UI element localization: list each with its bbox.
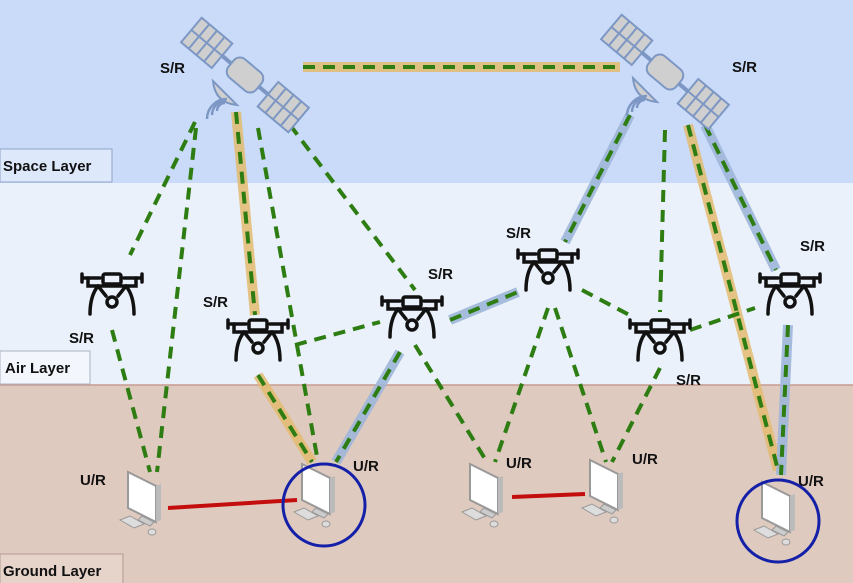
user-label: U/R [353, 458, 379, 475]
user-label: U/R [798, 473, 824, 490]
user-label: U/R [632, 451, 658, 468]
ground-link [167, 498, 298, 510]
drone-label: S/R [506, 225, 531, 242]
space-layer-label: Space Layer [3, 158, 92, 175]
satellite-label: S/R [160, 60, 185, 77]
user-label: U/R [506, 455, 532, 472]
ground-layer-tag: Ground Layer [0, 553, 124, 583]
green-links [110, 65, 790, 476]
air-layer-tag: Air Layer [0, 350, 91, 385]
space-layer-tag: Space Layer [0, 148, 113, 183]
yellow-link [683, 123, 783, 472]
air-layer-label: Air Layer [5, 360, 70, 377]
ground-link [511, 492, 586, 499]
satellite-label: S/R [732, 59, 757, 76]
drone-label: S/R [676, 372, 701, 389]
drone-label: S/R [203, 294, 228, 311]
drone-label: S/R [428, 266, 453, 283]
drone-label: S/R [69, 330, 94, 347]
selected-user-circle [281, 462, 367, 548]
ground-layer-label: Ground Layer [3, 563, 102, 580]
selected-user-circle [735, 478, 821, 564]
drone-label: S/R [800, 238, 825, 255]
user-label: U/R [80, 472, 106, 489]
